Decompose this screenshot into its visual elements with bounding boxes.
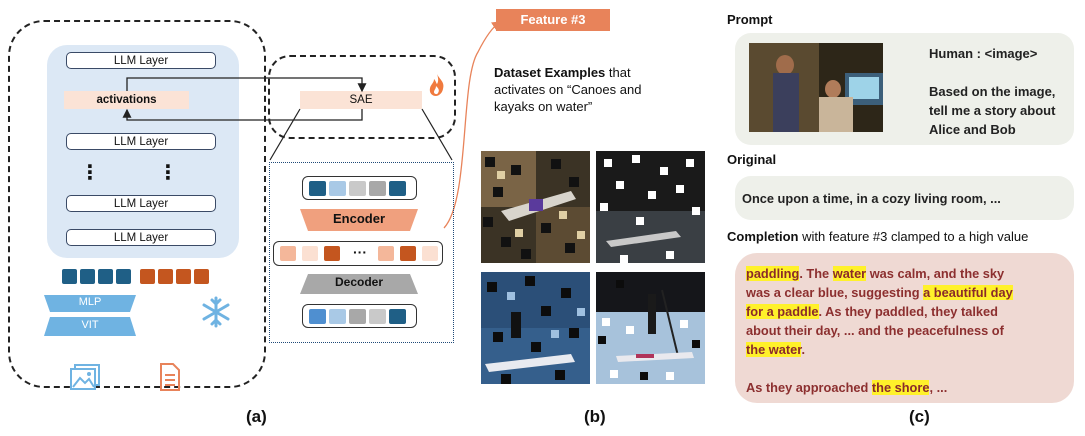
fire-icon — [429, 74, 444, 96]
llm-frozen-group — [8, 20, 266, 388]
prompt-image — [749, 43, 883, 132]
mlp-vit-block — [44, 295, 136, 336]
completion-heading-rest: with feature #3 clamped to a high value — [798, 229, 1029, 244]
prompt-line-1: Human : <image> — [929, 46, 1038, 61]
llm-stack-background — [47, 45, 239, 258]
example-image-3 — [481, 272, 590, 384]
caption-a: (a) — [246, 407, 267, 426]
llm-layer-4: LLM Layer — [66, 229, 216, 246]
original-box — [735, 176, 1074, 220]
completion-fragment: . The — [799, 266, 833, 281]
completion-heading: Completion with feature #3 clamped to a … — [727, 229, 1028, 244]
completion-fragment: , ... — [929, 380, 948, 395]
vector-cell — [309, 309, 326, 324]
image-token — [116, 269, 131, 284]
highlight-water: water — [832, 266, 867, 281]
highlight-for-a-paddle: for a paddle — [746, 304, 819, 319]
latent-vector — [273, 241, 443, 266]
vector-cell — [329, 181, 346, 196]
vector-cell — [309, 181, 326, 196]
prompt-text: Human : <image> Based on the image, tell… — [929, 44, 1055, 139]
prompt-heading: Prompt — [727, 12, 773, 27]
input-vector — [302, 176, 417, 200]
highlight-the-shore: the shore — [871, 380, 930, 395]
highlight-the-water: the water — [746, 342, 802, 357]
vit-label: VIT — [81, 319, 99, 331]
snowflake-icon — [202, 296, 230, 328]
text-token — [176, 269, 191, 284]
activations-box: activations — [64, 91, 189, 109]
caption-b: (b) — [584, 407, 606, 426]
dataset-examples-title: Dataset Examples that activates on “Cano… — [494, 64, 694, 115]
latent-cell — [422, 246, 438, 261]
dots-right: ⋮ — [158, 162, 178, 184]
sae-box: SAE — [300, 91, 422, 109]
vector-cell — [329, 309, 346, 324]
encoder-block — [300, 209, 418, 231]
image-token — [80, 269, 95, 284]
decoder-block — [300, 274, 418, 294]
llm-layer-3: LLM Layer — [66, 195, 216, 212]
dataset-title-bold: Dataset Examples — [494, 65, 606, 80]
image-token — [62, 269, 77, 284]
text-token — [140, 269, 155, 284]
decoder-label: Decoder — [334, 275, 384, 289]
latent-cell — [400, 246, 416, 261]
dataset-title-rest-3: kayaks on water” — [494, 99, 593, 114]
vector-cell — [369, 181, 386, 196]
prompt-line-3: tell me a story about — [929, 103, 1056, 118]
completion-fragment: . — [801, 342, 806, 357]
document-icon — [160, 363, 180, 391]
highlight-beautiful-day: a beautiful day — [923, 285, 1013, 300]
image-token — [98, 269, 113, 284]
sae-group — [268, 55, 456, 139]
latent-cell — [378, 246, 394, 261]
original-heading: Original — [727, 152, 777, 167]
vector-cell — [349, 309, 366, 324]
text-token — [194, 269, 209, 284]
dots-left: ⋮ — [80, 162, 100, 184]
dataset-title-rest-2: activates on “Canoes and — [494, 82, 642, 97]
completion-fragment: was calm, and the sky — [866, 266, 1005, 281]
latent-cell — [324, 246, 340, 261]
latent-cell — [280, 246, 296, 261]
latent-cell — [302, 246, 318, 261]
example-image-2 — [596, 151, 705, 263]
encoder-label: Encoder — [332, 211, 385, 226]
vector-cell — [369, 309, 386, 324]
dataset-title-rest-1: that — [605, 65, 631, 80]
image-icon — [70, 364, 100, 390]
caption-c: (c) — [909, 407, 930, 426]
latent-ellipsis: ··· — [353, 244, 367, 260]
completion-fragment: . As they paddled, they talked — [818, 304, 998, 319]
example-image-1 — [481, 151, 590, 263]
vector-cell — [389, 181, 406, 196]
completion-heading-bold: Completion — [727, 229, 799, 244]
original-text: Once upon a time, in a cozy living room,… — [742, 191, 1001, 206]
highlight-paddling: paddling — [746, 266, 800, 281]
output-vector — [302, 304, 417, 328]
llm-layer-1: LLM Layer — [66, 52, 216, 69]
example-image-4 — [596, 272, 705, 384]
feature-tag: Feature #3 — [496, 9, 610, 31]
vector-cell — [349, 181, 366, 196]
mlp-label: MLP — [78, 296, 102, 308]
completion-fragment: about their day, ... and the peacefulnes… — [746, 323, 1004, 338]
vector-cell — [389, 309, 406, 324]
completion-fragment: As they approached — [746, 380, 872, 395]
prompt-line-4: Alice and Bob — [929, 122, 1016, 137]
prompt-line-2: Based on the image, — [929, 84, 1056, 99]
completion-fragment: was a clear blue, suggesting — [746, 285, 924, 300]
text-token — [158, 269, 173, 284]
llm-layer-2: LLM Layer — [66, 133, 216, 150]
sae-detail-box — [269, 162, 454, 343]
completion-text: paddling. The water was calm, and the sk… — [746, 264, 1072, 397]
